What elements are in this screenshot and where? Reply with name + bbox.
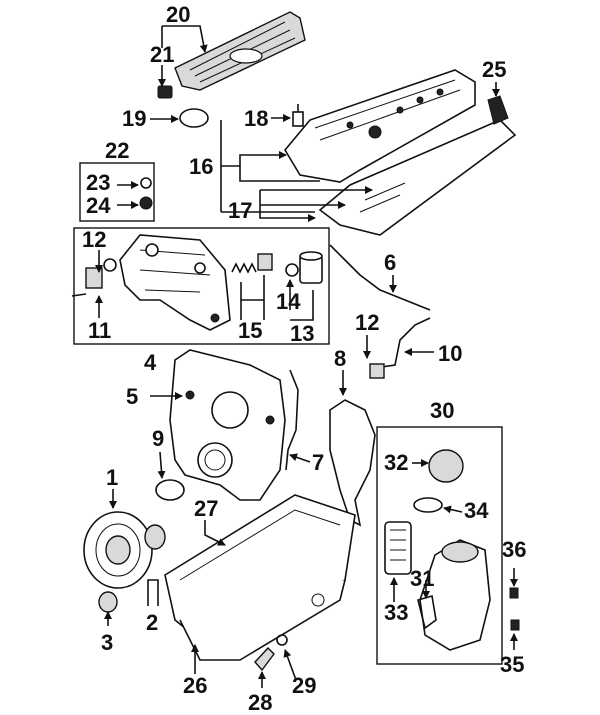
callout-35: 35: [500, 652, 524, 677]
callout-10: 10: [438, 341, 462, 366]
callout-12a: 12: [82, 227, 106, 252]
grommet-part: [157, 85, 173, 99]
callout-17: 17: [228, 198, 252, 223]
callout-6: 6: [384, 250, 396, 275]
cap-o-ring-part: [413, 497, 443, 513]
drain-plug-part: [254, 646, 275, 672]
callout-20: 20: [166, 2, 190, 27]
callout-3: 3: [101, 630, 113, 655]
seal-ring-part: [179, 108, 209, 128]
callout-26: 26: [183, 673, 207, 698]
callout-9: 9: [152, 426, 164, 451]
damper-pulley-part: [83, 511, 153, 589]
callout-14: 14: [276, 289, 301, 314]
sensor-o-ring-part: [103, 258, 117, 272]
callout-28: 28: [248, 690, 272, 715]
solenoid-seal-part: [285, 263, 299, 277]
callout-19: 19: [122, 106, 146, 131]
callout-33: 33: [384, 600, 408, 625]
oil-filter-cap-part: [428, 449, 464, 483]
callout-5: 5: [126, 384, 138, 409]
oil-filter-housing-part: [419, 539, 491, 651]
camshaft-sensor-part: [85, 267, 103, 289]
callout-32: 32: [384, 450, 408, 475]
pulley-washer-part: [98, 591, 118, 613]
crank-sensor-part: [369, 317, 431, 379]
valve-cover-gasket-part: [318, 119, 517, 236]
washer-part: [140, 177, 152, 189]
callout-21: 21: [150, 42, 174, 67]
callout-23: 23: [86, 170, 110, 195]
callout-22: 22: [105, 138, 129, 163]
housing-bolt-part: [509, 587, 520, 631]
callout-2: 2: [146, 610, 158, 635]
callout-24: 24: [86, 193, 111, 218]
callout-4: 4: [144, 350, 157, 375]
callout-25: 25: [482, 57, 506, 82]
callout-11: 11: [88, 318, 111, 343]
breather-valve-part: [292, 104, 304, 127]
group-30-box: [376, 426, 503, 665]
callout-18: 18: [244, 106, 268, 131]
solenoid-spring-part: [231, 253, 273, 274]
group-22-box: [79, 162, 155, 222]
callout-15: 15: [238, 318, 262, 343]
callout-30: 30: [430, 398, 454, 423]
callout-29: 29: [292, 673, 316, 698]
nut-part: [139, 196, 153, 210]
callout-12b: 12: [355, 310, 379, 335]
callout-27: 27: [194, 496, 218, 521]
leader-lines: [95, 25, 518, 688]
callout-36: 36: [502, 537, 526, 562]
front-cover-gasket-part: [285, 369, 299, 471]
callout-8: 8: [334, 346, 346, 371]
engine-cover-part: [174, 11, 306, 91]
timing-housing-part: [119, 234, 231, 331]
drain-washer-part: [276, 634, 288, 646]
crank-seal-part: [155, 479, 185, 501]
solenoid-valve-part: [299, 251, 323, 284]
callout-1: 1: [106, 465, 118, 490]
callout-16: 16: [189, 154, 213, 179]
valve-cover-part: [284, 69, 476, 183]
oil-pan-gasket-part: [329, 399, 376, 527]
callout-31: 31: [410, 566, 434, 591]
group-4-box: [73, 227, 330, 345]
timing-gasket-part: [329, 244, 431, 311]
sensor-plug-part: [487, 95, 509, 125]
callout-13: 13: [290, 321, 314, 346]
front-cover-part: [169, 349, 286, 501]
callout-7: 7: [312, 450, 324, 475]
pulley-hub-part: [144, 524, 166, 550]
callout-34: 34: [464, 498, 489, 523]
oil-filter-element-part: [384, 521, 412, 575]
